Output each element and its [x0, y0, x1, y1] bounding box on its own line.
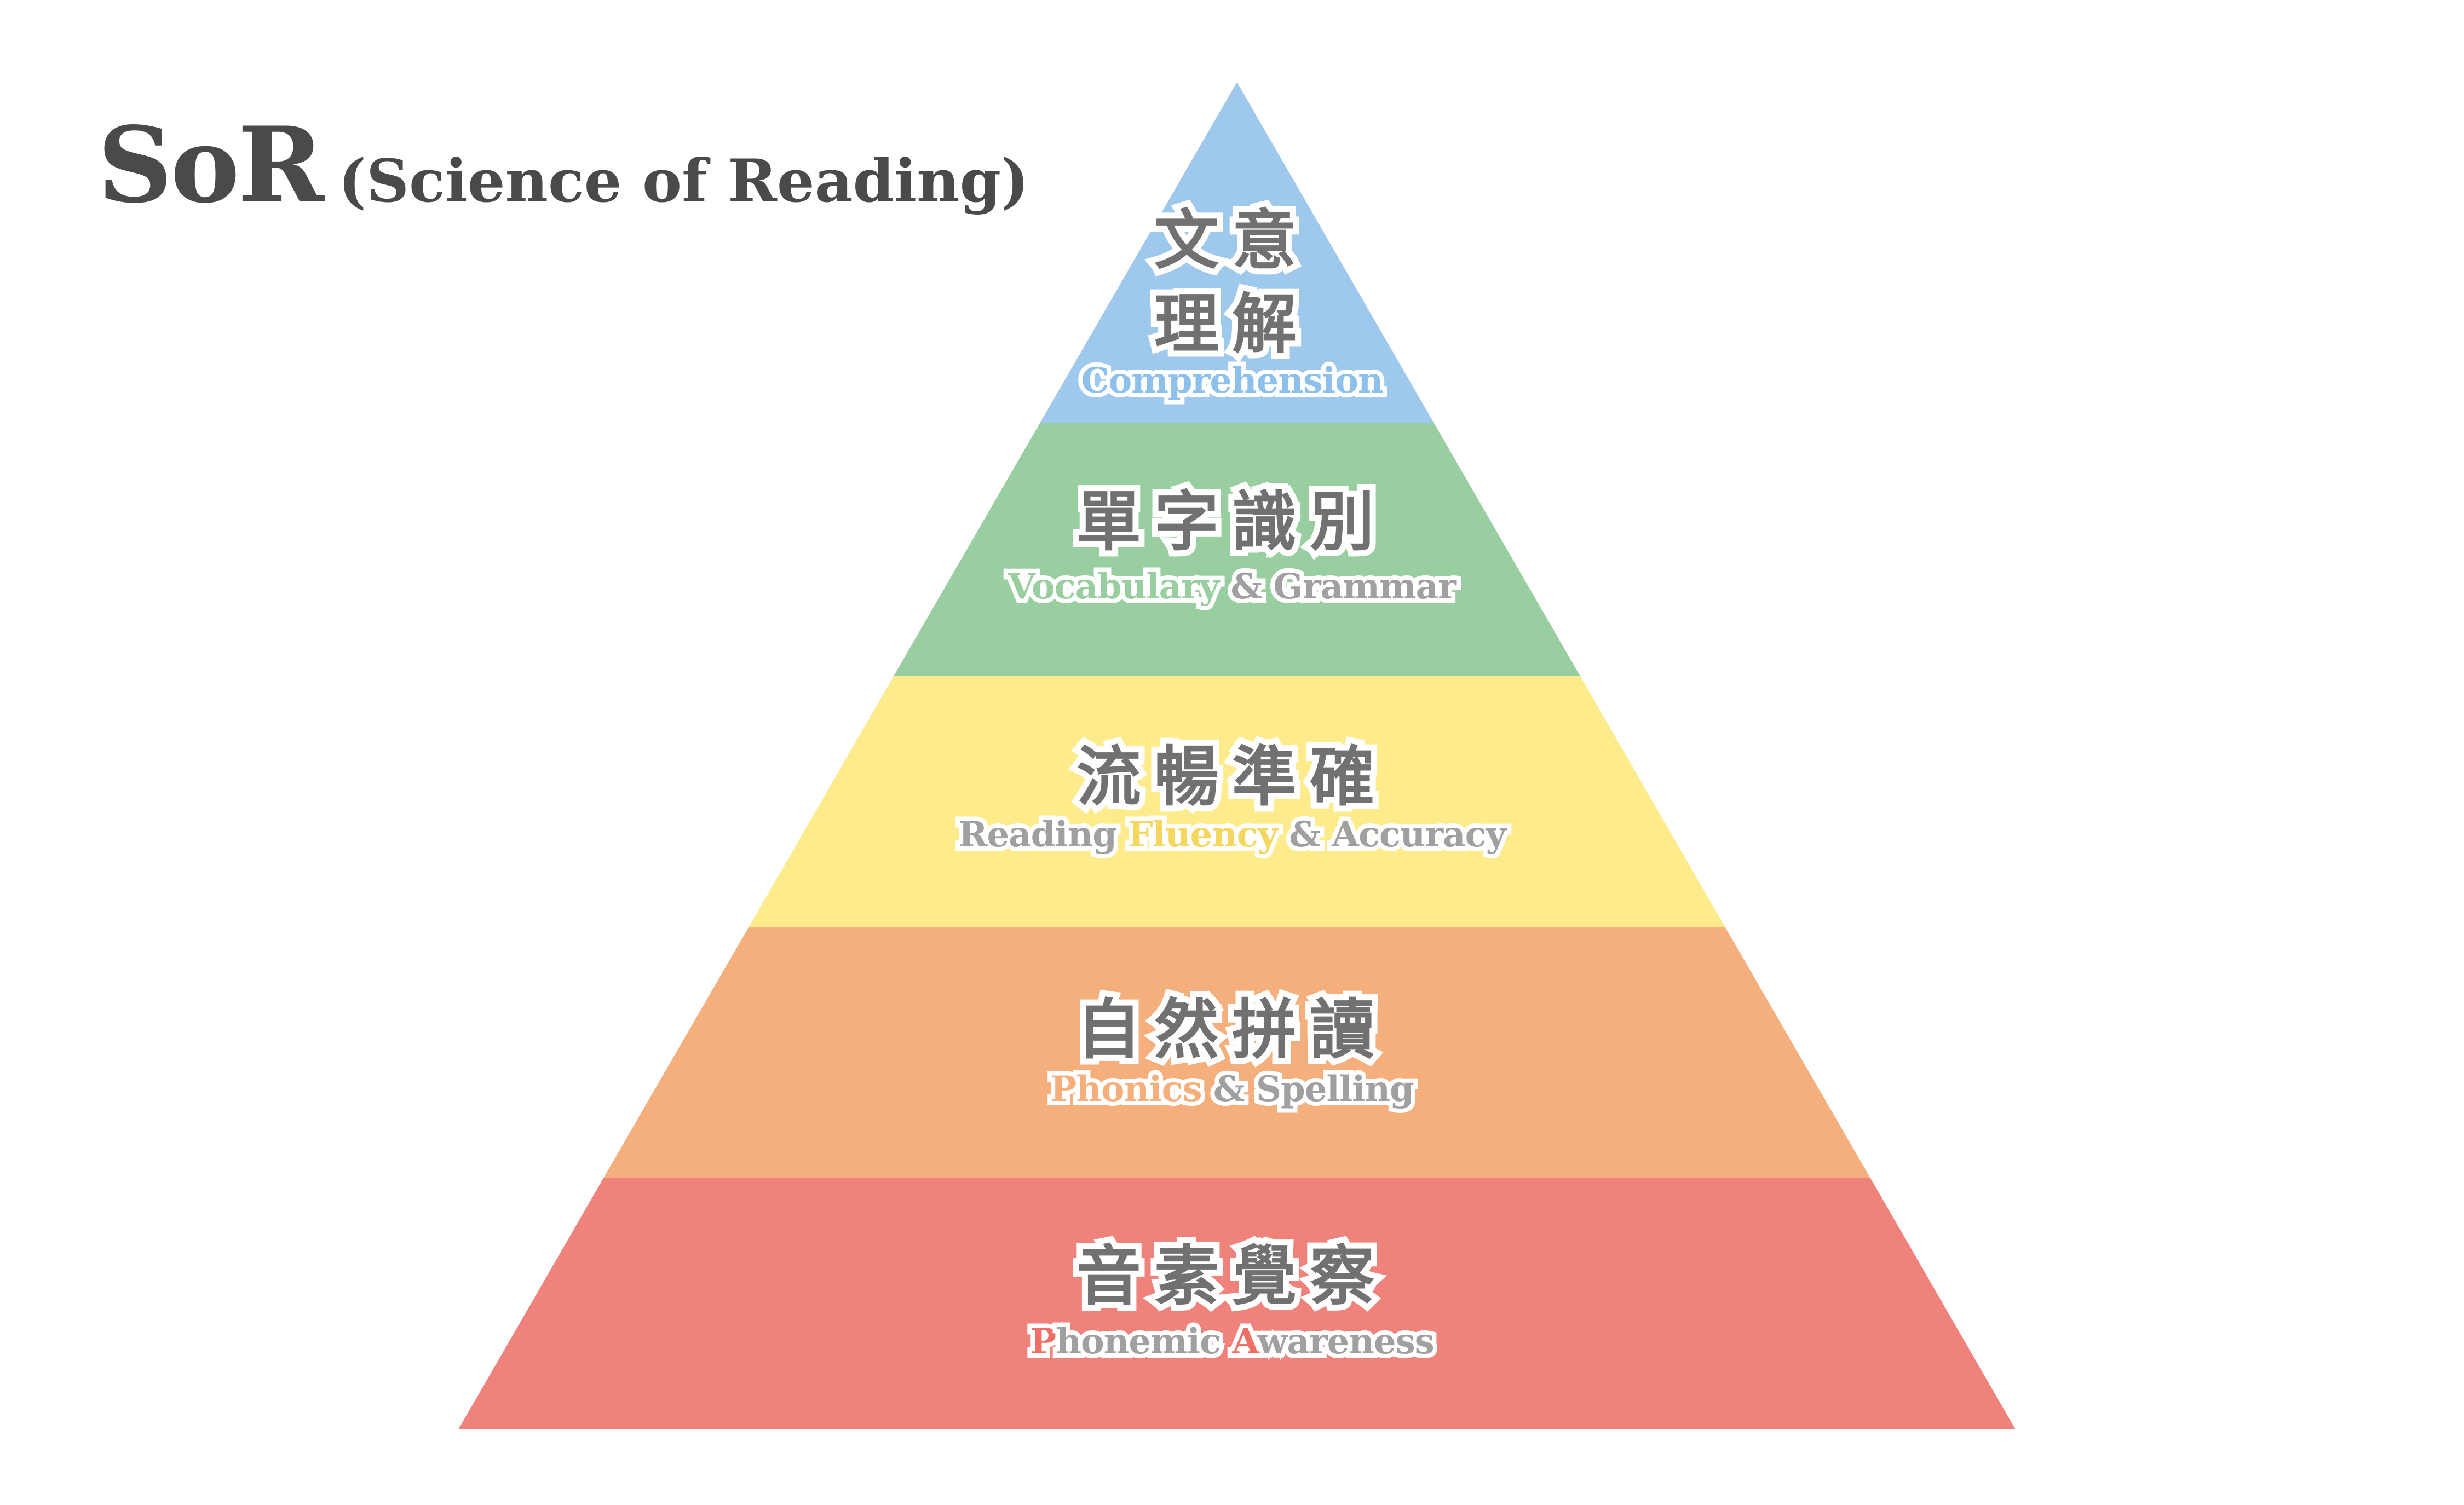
- en-segment: P: [1026, 1320, 1061, 1364]
- layer-fluency: [749, 676, 1725, 927]
- en-segment: & Accuracy: [1277, 813, 1511, 857]
- en-segment: Reading: [954, 813, 1129, 857]
- layer-comprehension: [1040, 82, 1434, 423]
- en-segment: honemic: [1052, 1320, 1233, 1364]
- diagram-title: SoR(Science of Reading): [97, 104, 1029, 226]
- title-main: SoR: [97, 104, 324, 226]
- layer-4-en: Phonics & Spelling: [0, 1068, 2464, 1111]
- layer-4-zh: 自然拼讀: [1070, 991, 1388, 1068]
- layer-3-en: Reading Fluency & Accuracy: [0, 813, 2464, 857]
- layer-5-en: Phonemic Awareness: [0, 1320, 2464, 1364]
- layer-1-zh-line-1: 文意: [1148, 202, 1310, 279]
- en-segment: & Spelling: [1201, 1068, 1419, 1111]
- layer-2-en: Vocabulary & Grammar: [0, 565, 2464, 609]
- layer-phonics: [603, 927, 1870, 1178]
- en-segment: A: [1228, 1320, 1262, 1364]
- en-segment: Comprehension: [1077, 359, 1388, 403]
- layer-1-en: Comprehension: [0, 359, 2464, 403]
- en-segment: Phonics: [1046, 1068, 1206, 1111]
- en-segment: Fluency: [1124, 813, 1282, 857]
- title-sub: (Science of Reading): [338, 147, 1029, 216]
- layer-vocabulary: [894, 423, 1580, 676]
- layer-phonemic-awareness: [458, 1178, 2016, 1429]
- en-segment: & Grammar: [1219, 565, 1461, 609]
- en-segment: wareness: [1253, 1320, 1438, 1364]
- layer-1-zh-line-2: 理解: [1148, 286, 1310, 362]
- layer-5-zh: 音素覺察: [1070, 1238, 1388, 1314]
- en-segment: Vocabulary: [1004, 565, 1224, 609]
- layer-2-zh: 單字識別: [1070, 483, 1388, 560]
- layer-3-zh: 流暢準確: [1070, 739, 1388, 815]
